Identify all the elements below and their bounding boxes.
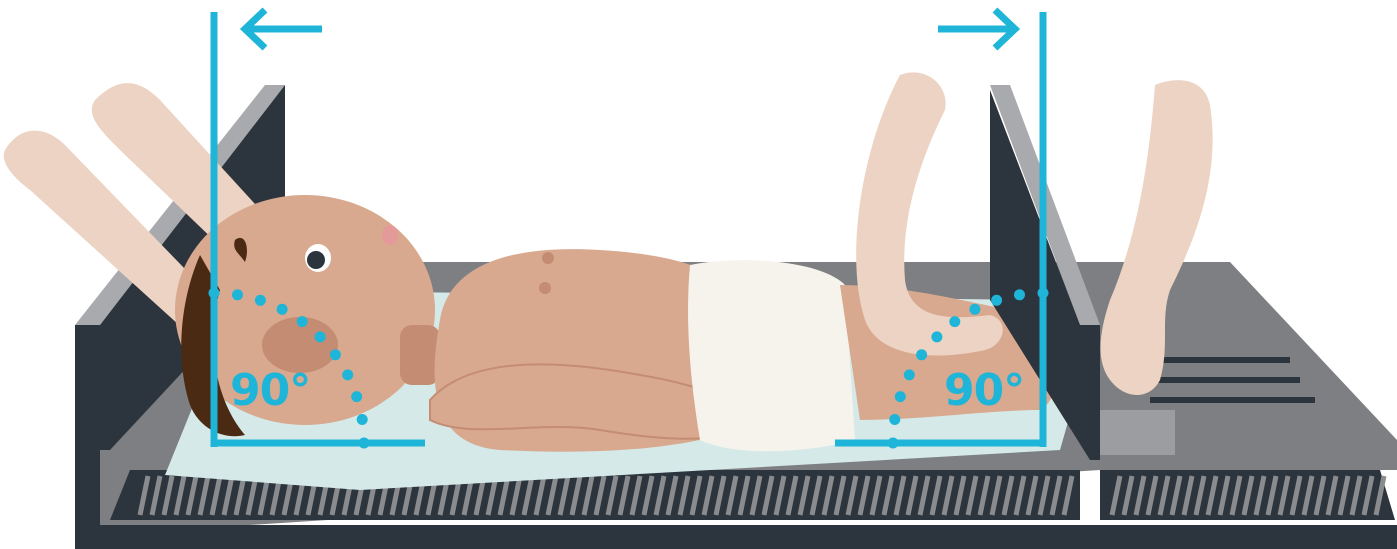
angle-arc-left-dot <box>297 316 308 327</box>
angle-arc-left-dot <box>277 304 288 315</box>
angle-arc-right-dot <box>895 391 906 402</box>
baby-pupil <box>307 251 325 269</box>
angle-arc-left-dot <box>357 414 368 425</box>
angle-arc-left-dot <box>255 295 266 306</box>
angle-arc-right-dot <box>888 438 899 449</box>
angle-arc-left-dot <box>232 289 243 300</box>
arrow-left-icon <box>245 10 322 48</box>
angle-arc-right-dot <box>991 295 1002 306</box>
angle-label-left: 90° <box>230 365 310 416</box>
angle-arc-right-dot <box>931 331 942 342</box>
angle-arc-right-dot <box>949 316 960 327</box>
angle-arc-right-dot <box>1038 288 1049 299</box>
baby-mouth <box>382 225 398 245</box>
angle-arc-right-dot <box>969 304 980 315</box>
angle-arc-left-dot <box>351 391 362 402</box>
arrow-right-icon <box>938 10 1015 48</box>
baby-diaper <box>688 260 855 451</box>
baby-mark-2 <box>539 282 551 294</box>
angle-arc-left-dot <box>209 288 220 299</box>
angle-label-right: 90° <box>944 365 1024 416</box>
board-front-edge <box>75 525 1397 549</box>
baby-mark-1 <box>542 252 554 264</box>
angle-arc-right-dot <box>1014 289 1025 300</box>
angle-arc-left-dot <box>330 349 341 360</box>
angle-arc-right-dot <box>889 414 900 425</box>
baby-neck <box>400 325 440 385</box>
rail-wedge <box>1100 410 1175 455</box>
angle-arc-left-dot <box>315 331 326 342</box>
angle-arc-left-dot <box>342 369 353 380</box>
angle-arc-left-dot <box>359 438 370 449</box>
angle-arc-right-dot <box>904 369 915 380</box>
angle-arc-right-dot <box>916 349 927 360</box>
board-left-front <box>75 325 100 549</box>
